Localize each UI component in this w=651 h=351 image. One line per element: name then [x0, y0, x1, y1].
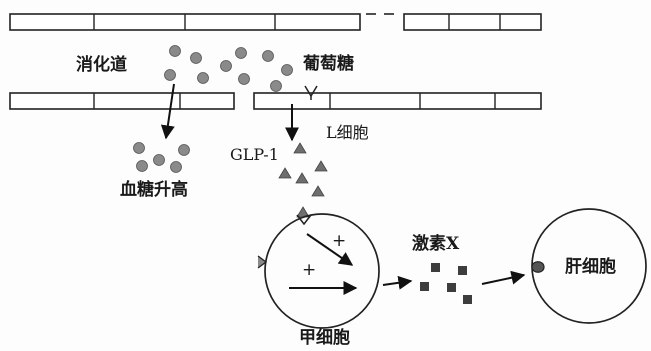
glucose-icon: [134, 143, 145, 154]
liver-cell-label: 肝细胞: [565, 256, 616, 277]
glucose-icon: [191, 53, 202, 64]
glucose-icon: [236, 48, 247, 59]
hormone-icon: [458, 266, 467, 275]
top-intestinal-wall: [10, 14, 541, 30]
glp1-group: [279, 143, 327, 217]
hormone-x-label: 激素X: [412, 233, 460, 254]
hormone-icon: [420, 282, 429, 291]
glucose-icon: [154, 155, 165, 166]
glucose-icon: [170, 46, 181, 57]
a-cell-label: 甲细胞: [299, 327, 350, 348]
glucose-absorption-arrow: [166, 84, 174, 138]
glp1-icon: [294, 143, 306, 153]
glucose-icon: [198, 73, 209, 84]
glucose-icon: [179, 145, 190, 156]
hormone-release-arrow: [383, 281, 411, 285]
glucose-icon: [171, 162, 182, 173]
hormone-target-arrow: [482, 275, 524, 284]
glucose-icon: [263, 51, 274, 62]
glucose-icon: [282, 65, 293, 76]
glucose-icon: [221, 61, 232, 72]
hormone-x-group: [420, 263, 472, 304]
plus-sign-2: +: [302, 260, 316, 280]
liver-cell-receptor-icon: [532, 262, 544, 273]
bottom-intestinal-wall: [10, 93, 541, 109]
blood-glucose-group: [134, 143, 190, 173]
glp1-icon: [312, 186, 324, 196]
hormone-icon: [463, 295, 472, 304]
a-cell: + +: [258, 214, 379, 328]
glucose-label: 葡萄糖: [302, 53, 354, 74]
lumen-glucose-group: [165, 46, 293, 92]
glp1-label: GLP-1: [230, 145, 279, 164]
glucose-icon: [271, 81, 282, 92]
blood-sugar-rise-label: 血糖升高: [120, 179, 188, 200]
glucose-icon: [137, 161, 148, 172]
plus-sign-1: +: [332, 231, 346, 251]
l-cell-label: L细胞: [326, 123, 369, 142]
glp1-icon: [315, 161, 327, 171]
glucose-icon: [165, 70, 176, 81]
glp1-icon: [296, 173, 308, 183]
glucose-icon: [239, 74, 250, 85]
hormone-icon: [447, 283, 456, 292]
glp1-icon: [279, 168, 291, 178]
digestive-tract-label: 消化道: [76, 54, 127, 75]
hormone-icon: [431, 263, 440, 272]
